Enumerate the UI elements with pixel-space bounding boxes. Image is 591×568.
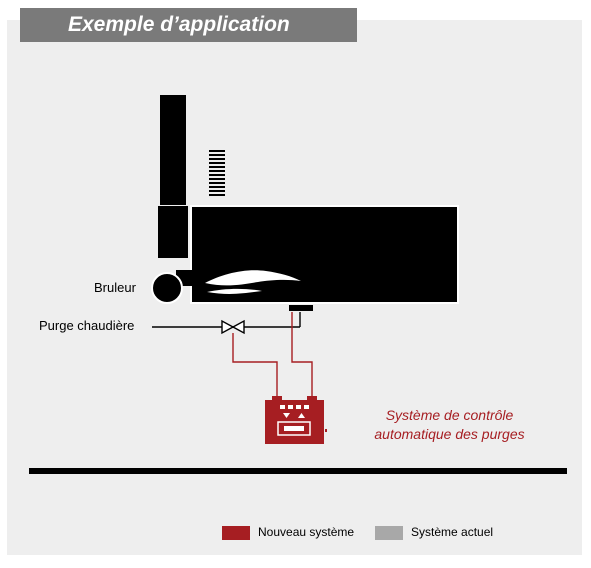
controller-label: Système de contrôle automatique des purg… bbox=[362, 406, 537, 444]
page-title: Exemple d’application bbox=[68, 13, 290, 36]
boiler-icon bbox=[190, 205, 459, 304]
flame-icon bbox=[205, 270, 301, 294]
controller-label-line-2: automatique des purges bbox=[374, 426, 525, 442]
valve-icon bbox=[221, 319, 245, 335]
legend-current-swatch bbox=[375, 526, 403, 540]
chimney-icon bbox=[158, 95, 188, 258]
purge-controller-icon bbox=[265, 396, 327, 444]
title-bar: Exemple d’application bbox=[20, 8, 357, 42]
ground-line bbox=[29, 468, 567, 474]
controller-label-line-1: Système de contrôle bbox=[385, 407, 514, 423]
burner-label: Bruleur bbox=[94, 280, 136, 295]
purge-outlet-icon bbox=[289, 305, 313, 311]
legend-current-label: Système actuel bbox=[411, 525, 494, 539]
heat-vent-icon bbox=[209, 150, 225, 196]
boiler-purge-label: Purge chaudière bbox=[39, 318, 135, 333]
legend-new-label: Nouveau système bbox=[258, 525, 355, 539]
burner-icon bbox=[151, 270, 196, 304]
control-wiring bbox=[232, 312, 313, 398]
legend-new-swatch bbox=[222, 526, 250, 540]
